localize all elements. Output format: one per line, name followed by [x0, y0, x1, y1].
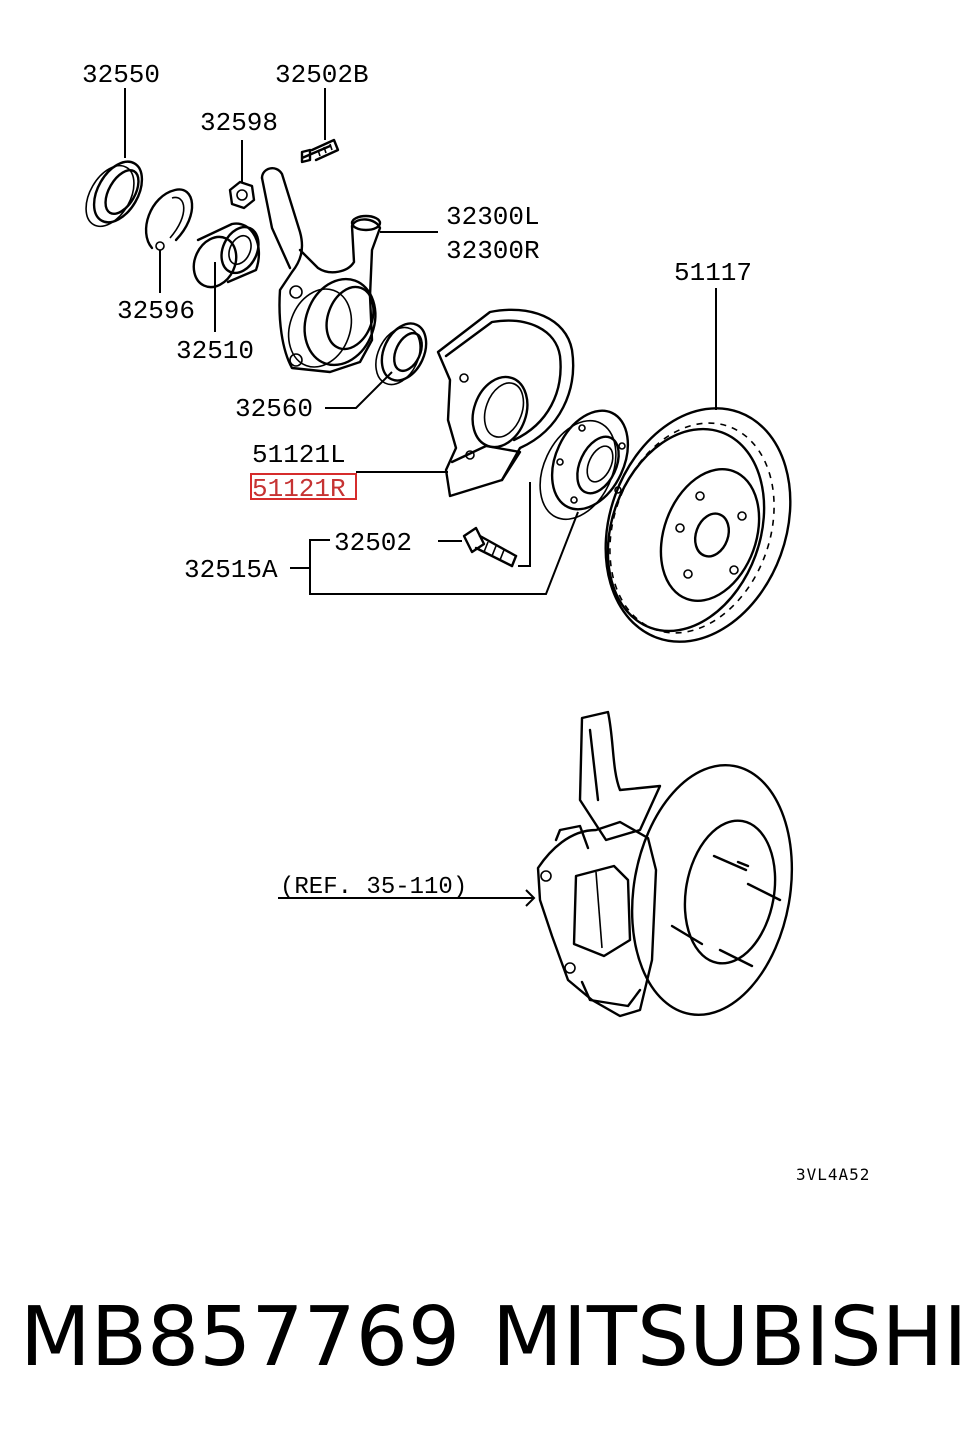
brand-name: MITSUBISHI [492, 1290, 960, 1385]
oil-seal-32560 [375, 322, 428, 386]
label-32502: 32502 [334, 528, 412, 558]
label-32596: 32596 [117, 296, 195, 326]
snap-ring-32596 [144, 188, 194, 251]
label-32300L: 32300L [446, 202, 540, 232]
label-32502B: 32502B [275, 60, 369, 90]
label-32515A: 32515A [184, 555, 278, 585]
label-51117: 51117 [674, 258, 752, 288]
label-ref-35-110: (REF. 35-110) [280, 874, 467, 901]
dust-shield-51121 [436, 308, 575, 498]
label-32300R: 32300R [446, 236, 540, 266]
bolt-32502B [300, 138, 340, 164]
bearing-32510 [192, 222, 261, 289]
label-51121R: 51121R [252, 474, 346, 504]
hub-bolt-32502 [462, 526, 518, 568]
oil-seal-32550 [85, 160, 144, 228]
part-number: MB857769 [20, 1290, 461, 1385]
label-32550: 32550 [82, 60, 160, 90]
diagram-code: 3VL4A52 [796, 1165, 870, 1184]
nut-32598 [228, 180, 256, 210]
knuckle-32300 [260, 167, 382, 374]
label-32560: 32560 [235, 394, 313, 424]
footer: MB857769 MITSUBISHI [0, 1290, 960, 1400]
label-32510: 32510 [176, 336, 254, 366]
label-32598: 32598 [200, 108, 278, 138]
hub-32515A [539, 409, 630, 521]
label-51121L: 51121L [252, 440, 346, 470]
highlight-box-51121R [250, 473, 357, 500]
assembled-brake-view [536, 710, 794, 1018]
brake-disc-51117 [604, 407, 792, 643]
